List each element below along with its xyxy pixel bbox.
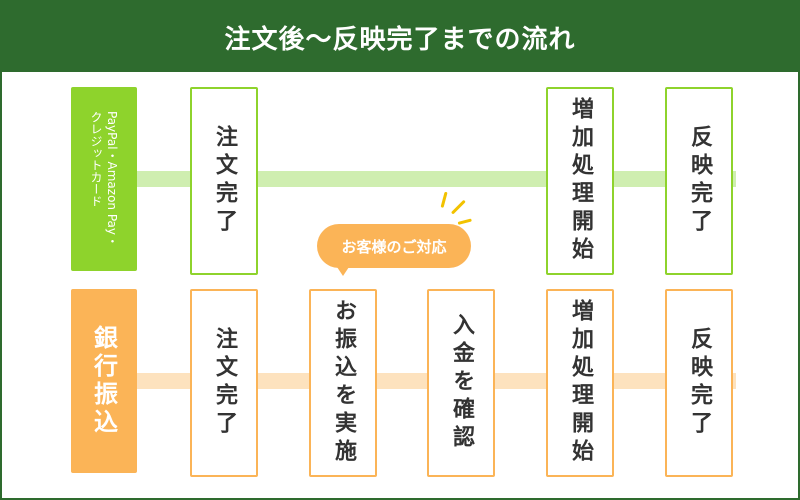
callout-tail (335, 264, 351, 276)
step-bank-transfer-text: お振込を実施 (331, 299, 356, 467)
spark-line-2 (450, 199, 466, 215)
step-card-order-complete-text: 注文完了 (212, 125, 237, 237)
row-label-bank-text: 銀行振込 (89, 325, 118, 437)
step-card-reflect-complete-text: 反映完了 (687, 125, 712, 237)
step-bank-confirm-deposit: 入金を確認 (427, 289, 495, 477)
page-title: 注文後〜反映完了までの流れ (2, 2, 798, 72)
row-label-card-text: PayPal・Amazon Pay・ クレジットカード (89, 110, 119, 247)
step-bank-reflect-complete-text: 反映完了 (687, 327, 712, 439)
row-label-card: PayPal・Amazon Pay・ クレジットカード (71, 87, 137, 271)
customer-action-callout-text: お客様のご対応 (341, 237, 447, 256)
step-bank-reflect-complete: 反映完了 (665, 289, 733, 477)
step-bank-order-complete-text: 注文完了 (212, 327, 237, 439)
customer-action-callout: お客様のご対応 (317, 224, 471, 268)
step-bank-order-complete: 注文完了 (190, 289, 258, 477)
step-bank-increase-start-text: 増加処理開始 (568, 299, 593, 467)
step-bank-transfer: お振込を実施 (309, 289, 377, 477)
step-card-increase-start: 増加処理開始 (546, 87, 614, 275)
spark-line-1 (440, 191, 448, 208)
step-card-reflect-complete: 反映完了 (665, 87, 733, 275)
step-card-order-complete: 注文完了 (190, 87, 258, 275)
row-label-bank: 銀行振込 (71, 289, 137, 473)
step-card-increase-start-text: 増加処理開始 (568, 97, 593, 265)
spark-line-3 (457, 218, 472, 225)
step-bank-confirm-deposit-text: 入金を確認 (449, 313, 474, 453)
step-bank-increase-start: 増加処理開始 (546, 289, 614, 477)
